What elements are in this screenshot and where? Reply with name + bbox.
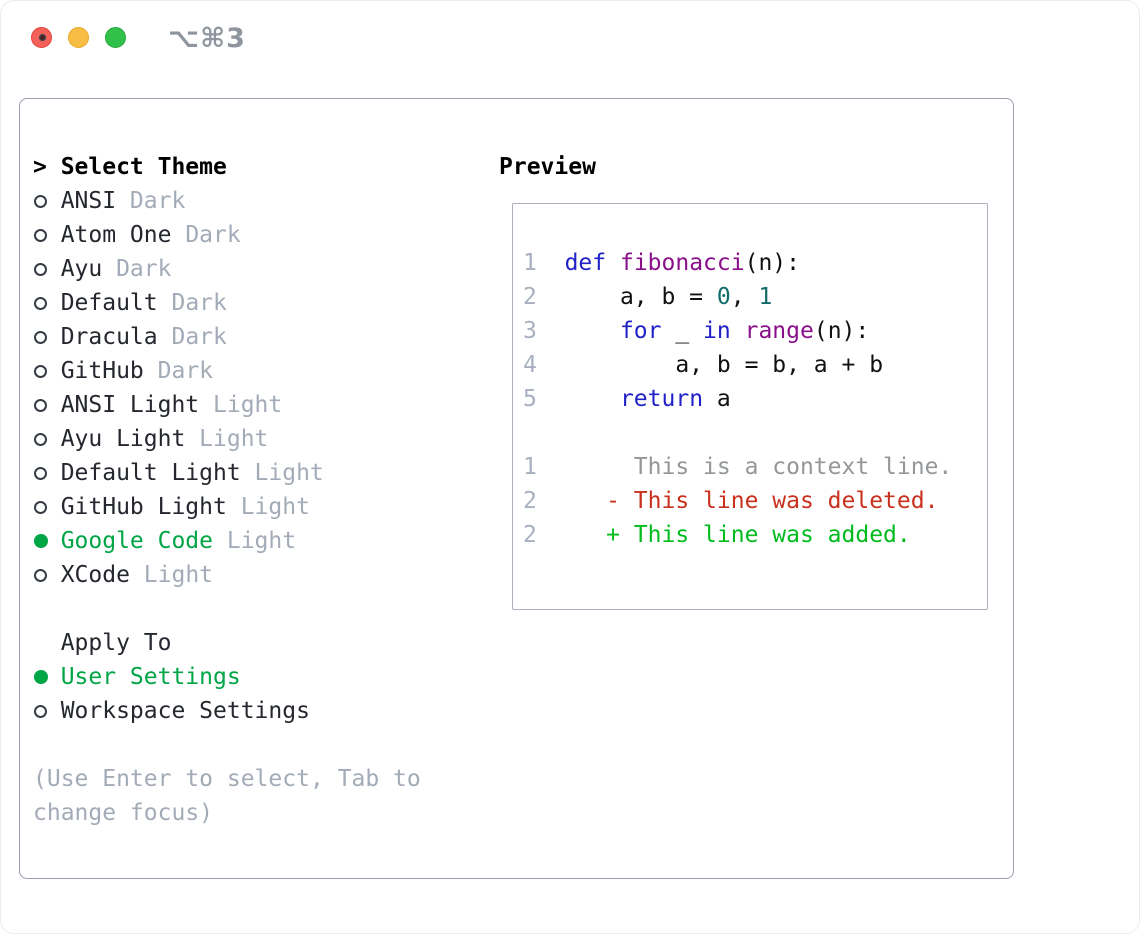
radio-icon <box>33 228 61 242</box>
option-variant: Dark <box>171 290 227 316</box>
theme-option[interactable]: GitHub Dark <box>33 354 421 388</box>
radio-icon <box>33 330 61 344</box>
option-variant: Light <box>199 426 269 452</box>
option-variant: Light <box>213 392 283 418</box>
spacer <box>33 728 421 762</box>
close-button[interactable] <box>31 27 52 48</box>
option-variant: Dark <box>171 324 227 350</box>
radio-icon <box>33 568 61 582</box>
code-line: 4 a, b = b, a + b <box>523 352 884 378</box>
radio-circle <box>34 194 47 208</box>
radio-icon <box>33 364 61 378</box>
option-label: ANSI Light <box>60 392 200 418</box>
select-theme-header: > Select Theme <box>33 150 421 184</box>
spacer <box>33 592 421 626</box>
radio-circle <box>34 262 47 276</box>
theme-option[interactable]: Dracula Dark <box>33 320 421 354</box>
radio-circle <box>34 330 47 344</box>
option-label: GitHub Light <box>60 494 227 520</box>
radio-circle <box>34 500 47 514</box>
radio-selected-icon <box>33 534 61 548</box>
option-variant: Dark <box>116 256 172 282</box>
preview-header: Preview <box>499 154 596 180</box>
help-text-line-2: change focus) <box>33 800 214 826</box>
option-variant: Light <box>143 562 214 588</box>
theme-option[interactable]: ANSI Dark <box>33 184 421 218</box>
radio-icon <box>33 466 61 480</box>
apply-to-label: Apply To <box>60 630 172 656</box>
radio-circle <box>34 432 47 446</box>
code-line: 2 - This line was deleted. <box>523 488 939 514</box>
preview-code: 1 def fibonacci(n): 2 a, b = 0, 1 3 for _ … <box>523 246 987 552</box>
radio-icon <box>33 194 61 208</box>
close-dot-icon <box>39 34 46 41</box>
code-line <box>523 416 987 450</box>
radio-icon <box>33 262 61 276</box>
code-line: 3 for _ in range(n): <box>523 318 870 344</box>
theme-option[interactable]: ANSI Light Light <box>33 388 421 422</box>
select-theme-label: Select Theme <box>60 154 227 180</box>
radio-circle <box>34 398 47 412</box>
theme-option[interactable]: GitHub Light Light <box>33 490 421 524</box>
theme-option[interactable]: Google Code Light <box>33 524 421 558</box>
radio-icon <box>33 296 61 310</box>
option-variant: Dark <box>129 188 186 214</box>
code-line: 5 return a <box>523 386 731 412</box>
option-label: ANSI <box>60 188 117 214</box>
apply-to-option[interactable]: Workspace Settings <box>33 694 421 728</box>
option-variant: Light <box>254 460 324 486</box>
theme-option[interactable]: XCode Light <box>33 558 421 592</box>
option-variant: Light <box>226 528 297 554</box>
theme-option[interactable]: Default Light Light <box>33 456 421 490</box>
code-line: 2 + This line was added. <box>523 522 911 548</box>
code-line: 2 a, b = 0, 1 <box>523 284 773 310</box>
radio-circle <box>34 704 47 718</box>
option-label: Dracula <box>60 324 158 350</box>
code-line: 1 def fibonacci(n): <box>523 250 800 276</box>
option-label: Default Light <box>60 460 241 486</box>
code-line: 1 This is a context line. <box>523 454 953 480</box>
radio-icon <box>33 398 61 412</box>
option-label: XCode <box>60 562 130 588</box>
radio-icon <box>33 704 61 718</box>
theme-option[interactable]: Default Dark <box>33 286 421 320</box>
option-label: Google Code <box>60 528 214 554</box>
option-label: Default <box>60 290 158 316</box>
preview-box: 1 def fibonacci(n): 2 a, b = 0, 1 3 for _ … <box>512 203 988 610</box>
radio-icon <box>33 432 61 446</box>
radio-circle <box>34 296 47 310</box>
radio-circle <box>34 364 47 378</box>
option-label: Atom One <box>60 222 172 248</box>
option-label: Workspace Settings <box>60 698 310 724</box>
radio-circle <box>34 670 48 684</box>
theme-option[interactable]: Atom One Dark <box>33 218 421 252</box>
radio-circle <box>34 466 47 480</box>
apply-to-header: Apply To <box>33 626 421 660</box>
option-label: Ayu <box>60 256 103 282</box>
theme-option[interactable]: Ayu Dark <box>33 252 421 286</box>
window-title: ⌥⌘3 <box>168 23 246 54</box>
radio-circle <box>34 228 47 242</box>
theme-option[interactable]: Ayu Light Light <box>33 422 421 456</box>
option-variant: Light <box>240 494 310 520</box>
minimize-button[interactable] <box>68 27 89 48</box>
option-label: User Settings <box>60 664 241 690</box>
radio-icon <box>33 500 61 514</box>
help-text-line-1: (Use Enter to select, Tab to <box>33 766 421 792</box>
option-label: Ayu Light <box>60 426 186 452</box>
cursor-icon: > <box>33 154 47 180</box>
radio-circle <box>34 568 47 582</box>
zoom-button[interactable] <box>105 27 126 48</box>
option-variant: Dark <box>157 358 214 384</box>
option-variant: Dark <box>185 222 241 248</box>
radio-selected-icon <box>33 670 61 684</box>
option-label: GitHub <box>60 358 144 384</box>
radio-circle <box>34 534 48 548</box>
title-bar: ⌥⌘3 <box>1 1 1139 71</box>
apply-to-option[interactable]: User Settings <box>33 660 421 694</box>
